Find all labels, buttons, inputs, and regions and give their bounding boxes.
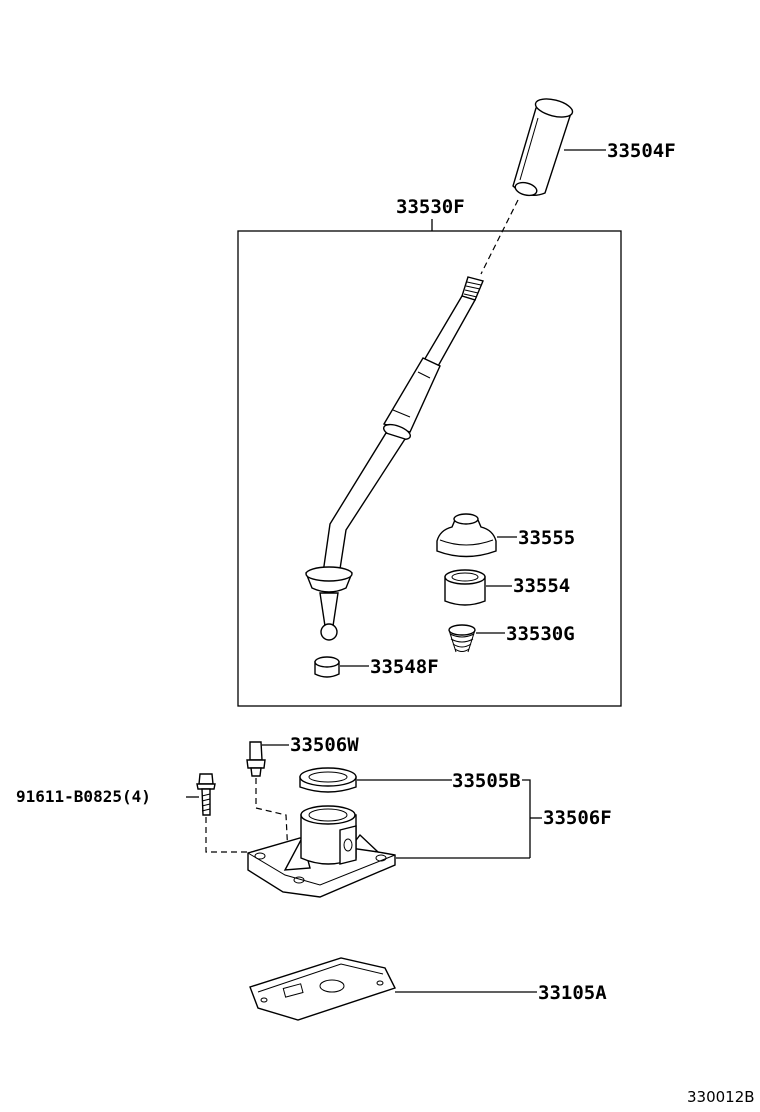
retainer-part bbox=[247, 805, 396, 898]
bushing-part bbox=[444, 569, 486, 606]
boot-part bbox=[436, 513, 497, 558]
pin-part bbox=[246, 741, 266, 777]
pin-alignment-line bbox=[255, 778, 289, 856]
label-33506F: 33506F bbox=[543, 807, 612, 829]
seat-part bbox=[314, 656, 340, 678]
spring-part bbox=[448, 624, 476, 653]
label-33555: 33555 bbox=[518, 527, 575, 549]
shift-lever-rod bbox=[305, 276, 484, 641]
label-91611-B0825: 91611-B0825(4) bbox=[16, 787, 151, 806]
label-33505B: 33505B bbox=[452, 770, 521, 792]
retainer-bracket bbox=[522, 779, 531, 858]
label-33530G: 33530G bbox=[506, 623, 575, 645]
label-33548F: 33548F bbox=[370, 656, 439, 678]
diagram-id: 330012B bbox=[687, 1088, 755, 1106]
label-33530F: 33530F bbox=[396, 196, 465, 218]
shift-knob-part bbox=[512, 98, 574, 197]
lever-assembly-frame bbox=[237, 230, 622, 707]
bolt-part bbox=[196, 773, 216, 816]
bolt-alignment-line bbox=[205, 817, 262, 853]
seal-part bbox=[299, 767, 357, 793]
label-33554: 33554 bbox=[513, 575, 570, 597]
knob-alignment-line bbox=[480, 199, 519, 275]
plate-part bbox=[249, 957, 396, 1021]
label-33105A: 33105A bbox=[538, 982, 607, 1004]
label-33506W: 33506W bbox=[290, 734, 359, 756]
label-33504F: 33504F bbox=[607, 140, 676, 162]
